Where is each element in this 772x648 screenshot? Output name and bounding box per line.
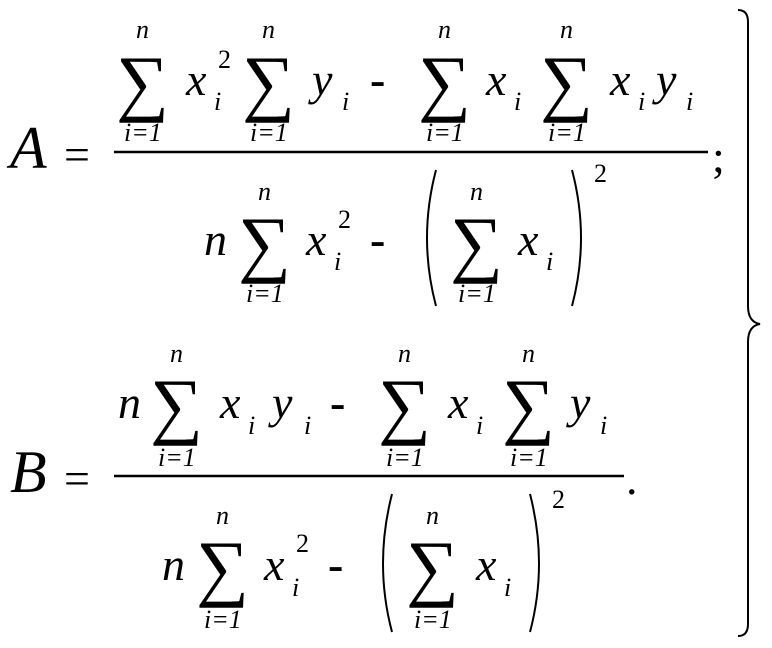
semicolon: ; — [712, 131, 725, 182]
subscript-i: i — [638, 87, 645, 116]
right-parenthesis — [529, 493, 540, 633]
equals-a: = — [64, 129, 90, 180]
sum-lower-limit: i=1 — [548, 118, 586, 147]
sum-upper-limit: n — [216, 501, 229, 530]
x-var: x — [447, 377, 469, 428]
n-var: n — [204, 214, 227, 265]
exponent-2: 2 — [218, 45, 231, 74]
exponent-2: 2 — [296, 529, 309, 558]
b-numerator: n n ∑ i=1 x i y i - n ∑ i=1 x i n ∑ i=1 … — [118, 339, 607, 472]
subscript-i: i — [686, 87, 693, 116]
sum-upper-limit: n — [398, 339, 411, 368]
label-b: B — [10, 439, 47, 505]
sum-lower-limit: i=1 — [246, 279, 284, 308]
sum-upper-limit: n — [426, 501, 439, 530]
label-a: A — [6, 115, 47, 181]
y-var: y — [566, 377, 591, 428]
a-numerator: n ∑ i=1 x 2 i n ∑ i=1 y i - n ∑ i=1 x i … — [116, 15, 693, 147]
n-var: n — [162, 539, 185, 590]
subscript-i: i — [292, 573, 299, 602]
exponent-2: 2 — [552, 485, 565, 514]
subscript-i: i — [514, 87, 521, 116]
sum-upper-limit: n — [258, 177, 271, 206]
exponent-2: 2 — [338, 205, 351, 234]
sum-lower-limit: i=1 — [158, 443, 196, 472]
sum-sign: ∑ — [238, 203, 291, 285]
subscript-i: i — [600, 411, 607, 440]
sum-lower-limit: i=1 — [458, 279, 496, 308]
sum-lower-limit: i=1 — [386, 443, 424, 472]
x-var: x — [185, 54, 207, 105]
sum-upper-limit: n — [560, 15, 573, 44]
subscript-i: i — [504, 573, 511, 602]
x-var: x — [475, 539, 497, 590]
x-var: x — [263, 539, 285, 590]
sum-sign: ∑ — [450, 203, 503, 285]
x-var: x — [485, 54, 507, 105]
b-denominator: n n ∑ i=1 x 2 i - n ∑ i=1 x i 2 — [162, 485, 565, 634]
sum-lower-limit: i=1 — [124, 118, 162, 147]
sum-sign: ∑ — [196, 527, 249, 609]
exponent-2: 2 — [594, 159, 607, 188]
sum-sign: ∑ — [150, 365, 203, 447]
n-var: n — [118, 377, 141, 428]
x-var: x — [305, 214, 327, 265]
sum-sign: ∑ — [116, 42, 169, 124]
equals-b: = — [64, 453, 90, 504]
x-var: x — [219, 377, 241, 428]
sum-sign: ∑ — [540, 42, 593, 124]
subscript-i: i — [304, 411, 311, 440]
sum-lower-limit: i=1 — [510, 443, 548, 472]
sum-lower-limit: i=1 — [426, 118, 464, 147]
sum-upper-limit: n — [136, 15, 149, 44]
y-var: y — [308, 54, 333, 105]
sum-upper-limit: n — [522, 339, 535, 368]
y-var: y — [268, 377, 293, 428]
sum-upper-limit: n — [262, 15, 275, 44]
subscript-i: i — [334, 247, 341, 276]
sum-lower-limit: i=1 — [250, 118, 288, 147]
right-curly-brace — [737, 9, 761, 637]
sum-sign: ∑ — [502, 365, 555, 447]
minus-sign: - — [370, 214, 385, 265]
sum-sign: ∑ — [242, 42, 295, 124]
period: . — [626, 453, 638, 504]
minus-sign: - — [328, 539, 343, 590]
subscript-i: i — [476, 411, 483, 440]
a-denominator: n n ∑ i=1 x 2 i - n ∑ i=1 x i 2 — [204, 159, 607, 308]
x-var: x — [517, 214, 539, 265]
sum-lower-limit: i=1 — [414, 605, 452, 634]
right-parenthesis — [571, 169, 582, 307]
sum-sign: ∑ — [406, 527, 459, 609]
left-parenthesis — [382, 493, 393, 633]
subscript-i: i — [214, 87, 221, 116]
sum-upper-limit: n — [438, 15, 451, 44]
subscript-i: i — [546, 247, 553, 276]
sum-upper-limit: n — [170, 339, 183, 368]
sum-lower-limit: i=1 — [204, 605, 242, 634]
sum-upper-limit: n — [470, 177, 483, 206]
left-parenthesis — [426, 169, 437, 307]
minus-sign: - — [330, 377, 345, 428]
minus-sign: - — [370, 54, 385, 105]
subscript-i: i — [342, 87, 349, 116]
x-var: x — [609, 54, 631, 105]
sum-sign: ∑ — [378, 365, 431, 447]
y-var: y — [652, 54, 677, 105]
subscript-i: i — [248, 411, 255, 440]
sum-sign: ∑ — [418, 42, 471, 124]
